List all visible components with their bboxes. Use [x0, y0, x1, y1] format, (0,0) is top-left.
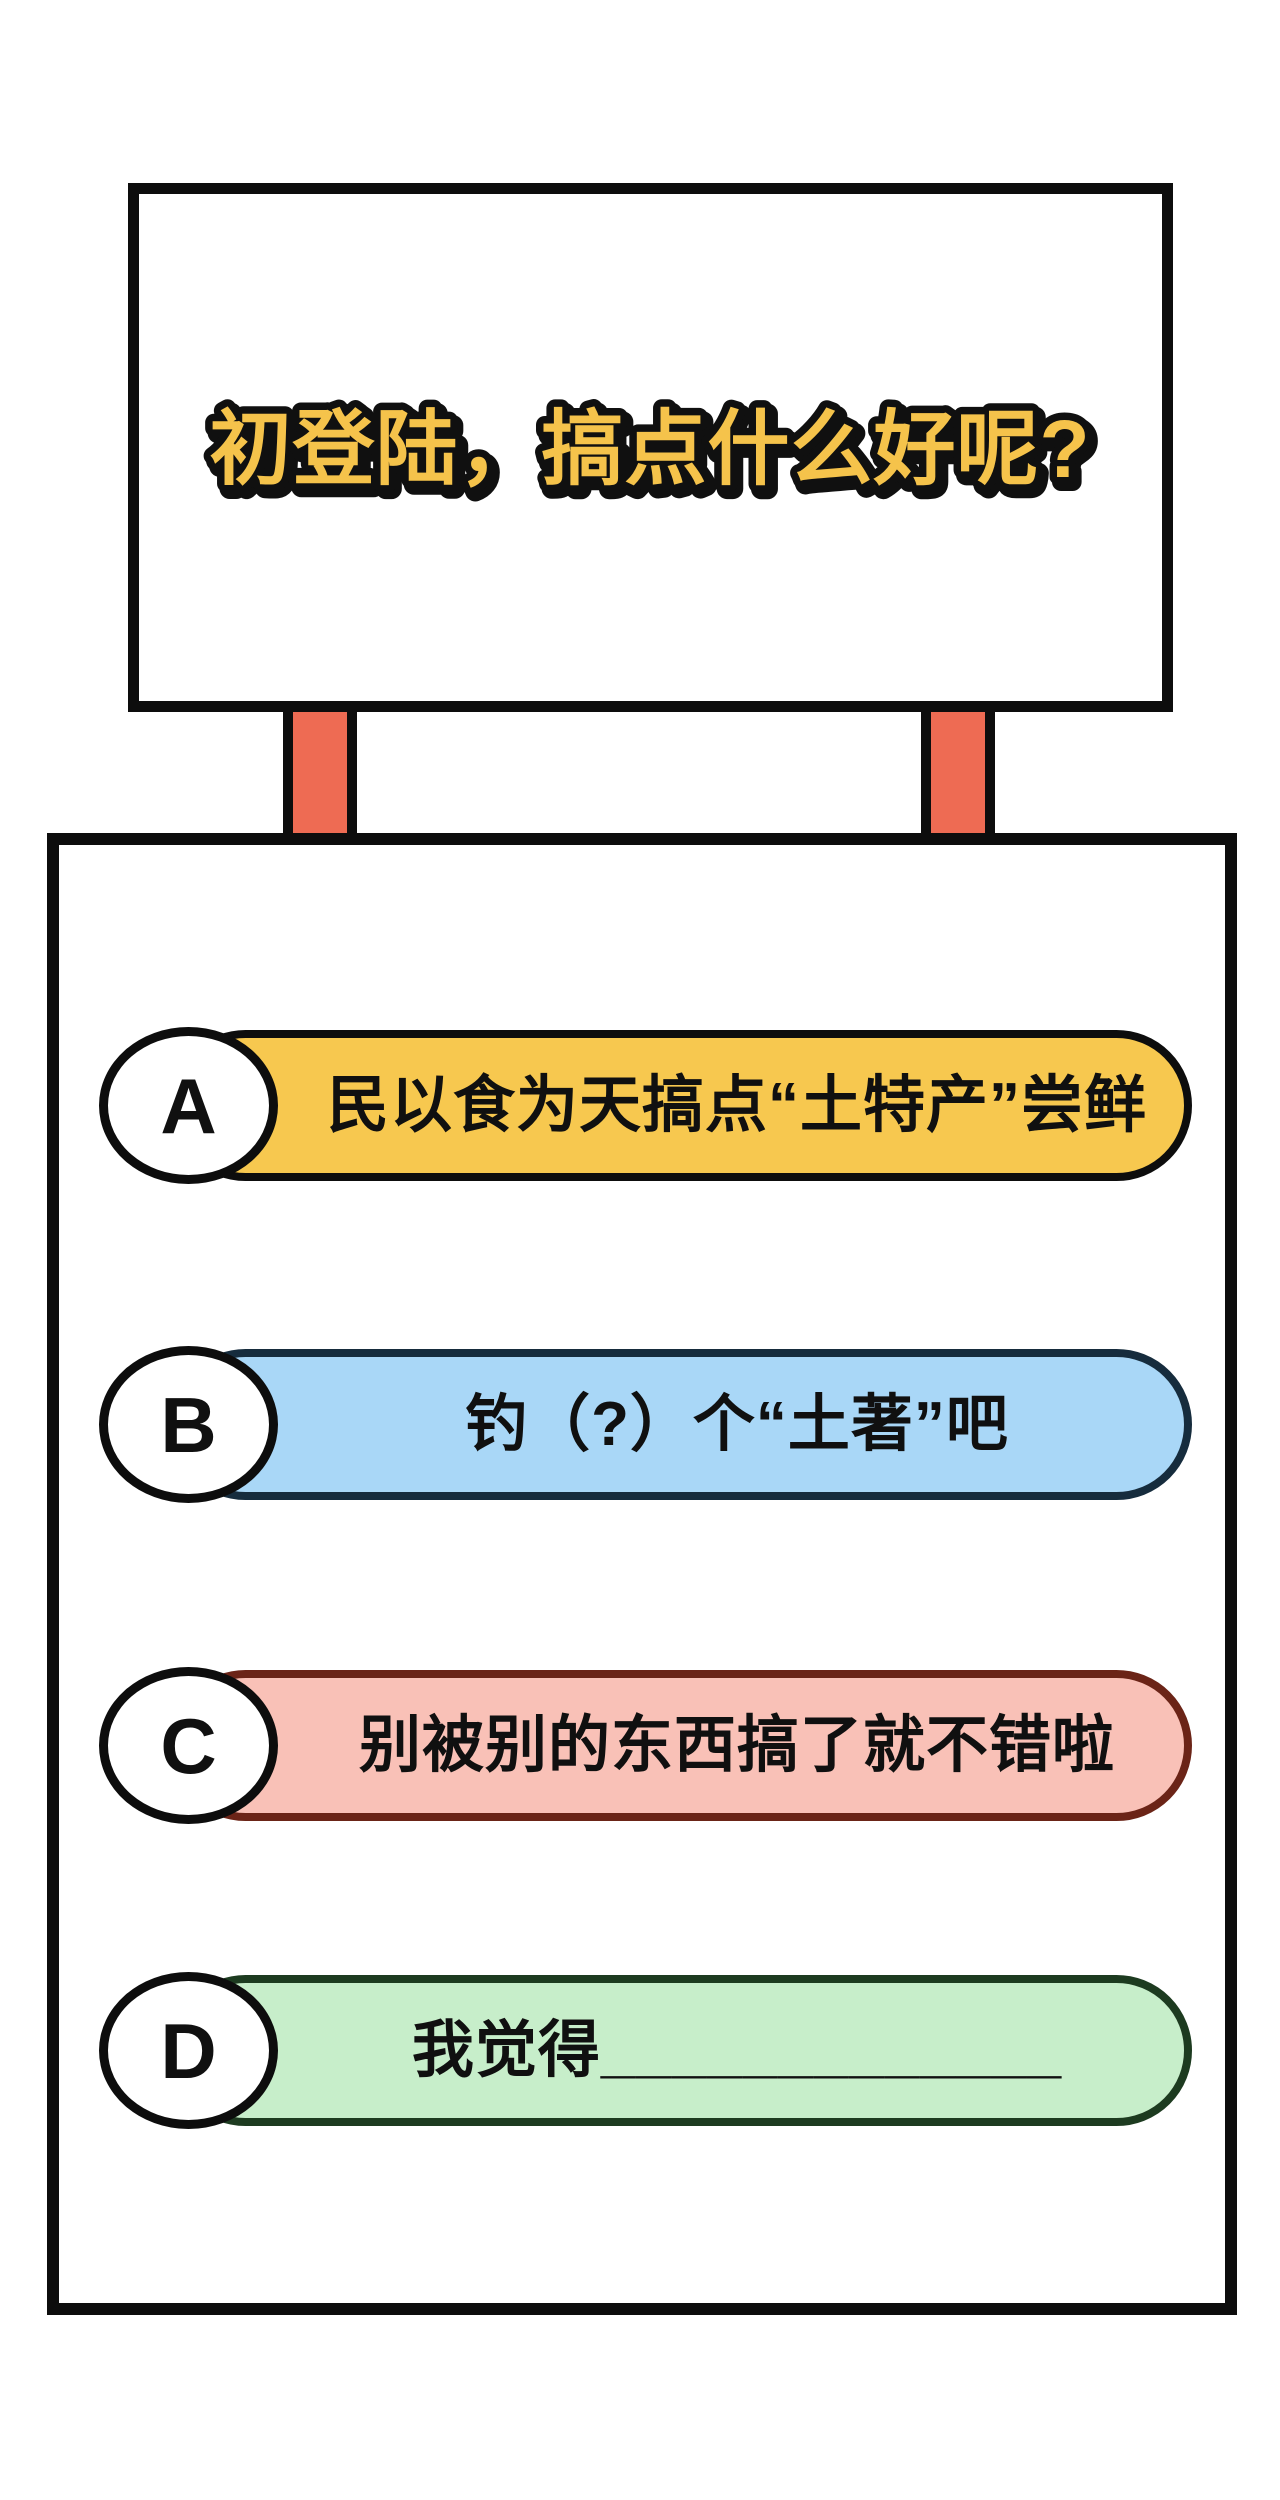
option-c-pill[interactable]: 别被别的东西搞了就不错啦 — [170, 1670, 1192, 1821]
option-b-letter-badge: B — [99, 1346, 278, 1503]
sign-post-right — [921, 712, 995, 833]
sign-title-shadow: 初登陆，搞点什么好呢? — [213, 409, 1094, 500]
sign-board: 初登陆，搞点什么好呢? 初登陆，搞点什么好呢? — [128, 183, 1173, 712]
option-a-label: 民以食为天搞点“土特产”尝鲜 — [326, 1070, 1147, 1140]
option-b-label: 钓（?）个“土著”吧 — [465, 1389, 1009, 1459]
option-c-letter-badge: C — [99, 1667, 278, 1824]
option-c-label: 别被别的东西搞了就不错啦 — [358, 1710, 1115, 1780]
option-d-letter-badge: D — [99, 1972, 278, 2129]
option-b-letter: B — [160, 1380, 217, 1469]
sign-title: 初登陆，搞点什么好呢? — [209, 404, 1090, 495]
option-a-letter-badge: A — [99, 1027, 278, 1184]
sign-post-left — [283, 712, 357, 833]
option-d-pill[interactable]: 我觉得_____________ — [170, 1975, 1192, 2126]
sign-title-canvas: 初登陆，搞点什么好呢? 初登陆，搞点什么好呢? — [202, 397, 1103, 510]
option-d-letter: D — [160, 2006, 217, 2095]
option-d-label: 我觉得_____________ — [411, 2015, 1063, 2085]
option-a-letter: A — [160, 1061, 217, 1150]
option-a-pill[interactable]: 民以食为天搞点“土特产”尝鲜 — [170, 1030, 1192, 1181]
option-b-pill[interactable]: 钓（?）个“土著”吧 — [170, 1349, 1192, 1500]
option-c-letter: C — [160, 1701, 217, 1790]
